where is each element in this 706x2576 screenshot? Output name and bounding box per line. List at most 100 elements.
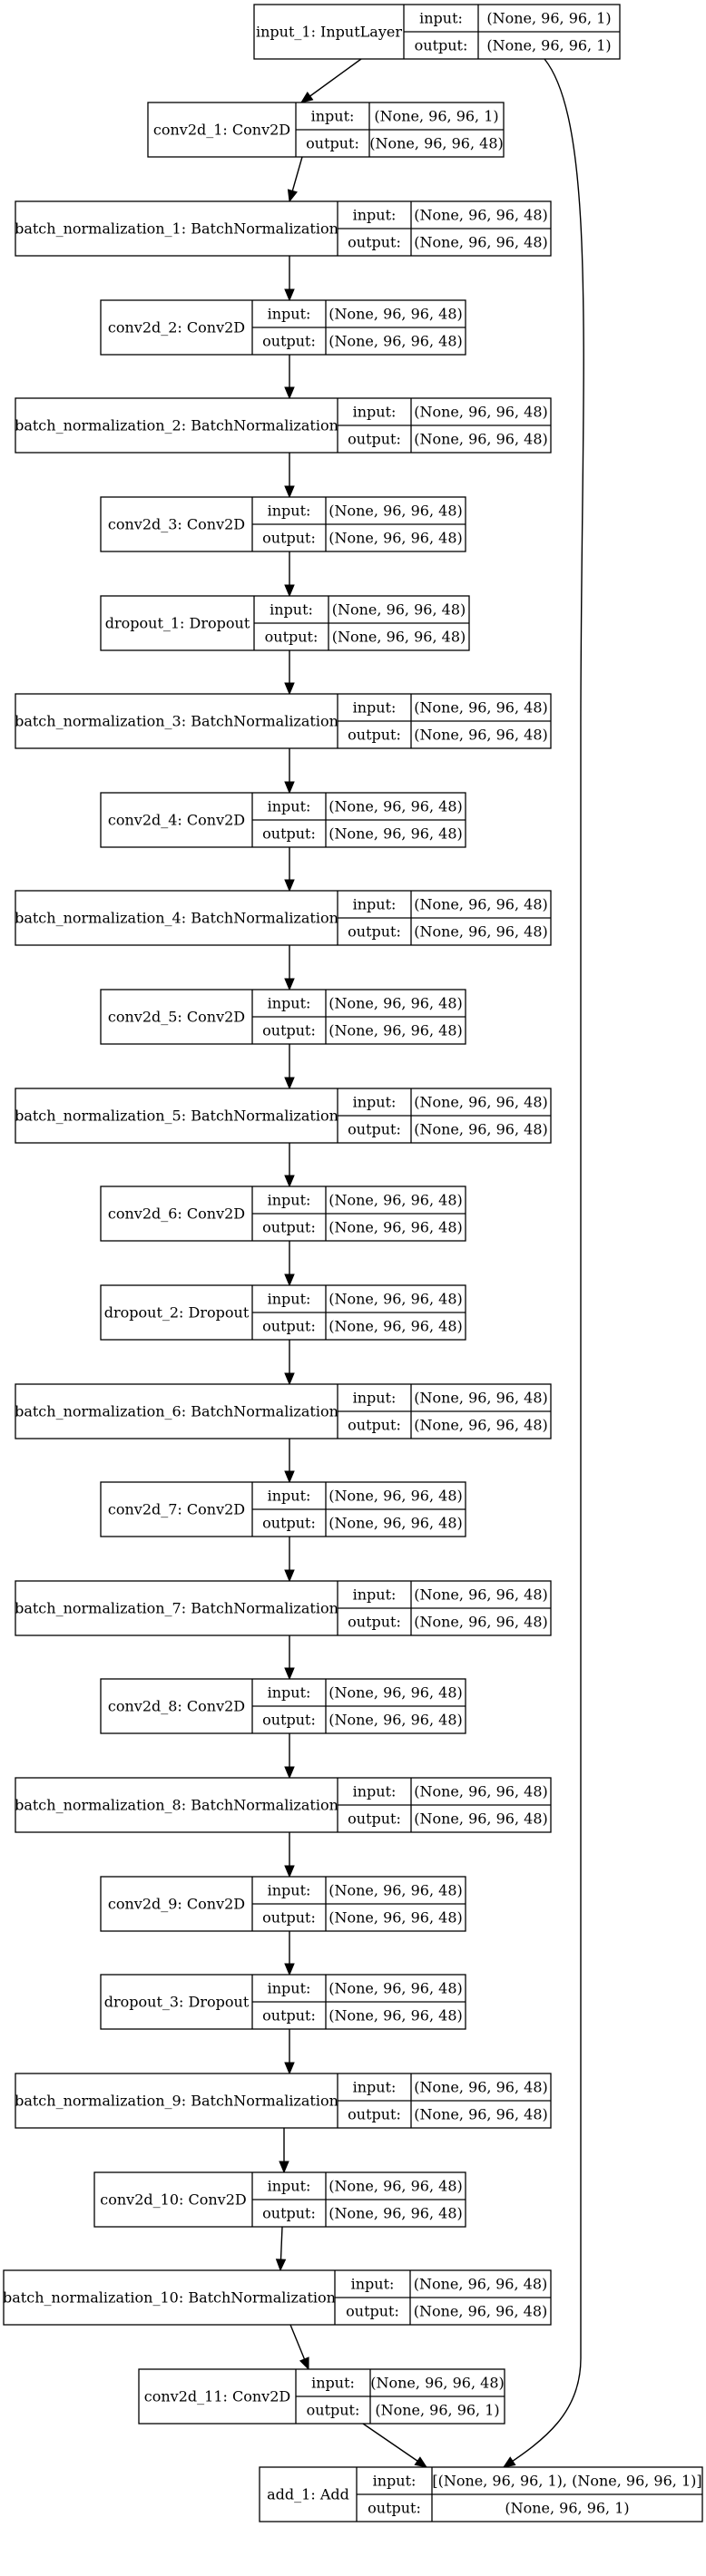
output-shape: (None, 96, 96, 48) [328,333,462,350]
input-shape: (None, 96, 96, 48) [414,2276,547,2293]
output-label: output: [262,1515,316,1532]
input-label: input: [268,798,311,815]
output-label: output: [265,629,319,646]
arrowhead [279,2161,289,2174]
output-label: output: [348,1810,401,1828]
output-shape: (None, 96, 96, 48) [414,234,547,251]
output-shape: (None, 96, 96, 48) [328,825,462,843]
edge-conv2d-3-to-dropout-1 [284,551,295,598]
layer-name: conv2d_11: Conv2D [144,2388,290,2405]
input-label: input: [353,1094,397,1111]
output-label: output: [307,2402,360,2419]
input-label: input: [268,1882,311,1899]
arrowhead [284,1766,295,1780]
input-label: input: [268,1684,311,1702]
arrowhead [284,682,295,696]
arrowhead [284,584,295,598]
arrowhead [275,2259,287,2272]
input-shape: (None, 96, 96, 48) [370,2375,504,2392]
node-batch-normalization-4: batch_normalization_4: BatchNormalizatio… [15,890,552,946]
node-batch-normalization-2: batch_normalization_2: BatchNormalizatio… [15,397,552,454]
node-batch-normalization-8: batch_normalization_8: BatchNormalizatio… [15,1777,552,1833]
input-shape: (None, 96, 96, 48) [414,896,547,913]
edge-line [362,2423,427,2468]
layer-name: conv2d_2: Conv2D [108,319,245,337]
edge-conv2d-7-to-batch-normalization-7 [284,1537,295,1583]
layer-name: input_1: InputLayer [256,24,402,41]
layer-name: batch_normalization_10: BatchNormalizati… [3,2289,336,2307]
input-label: input: [353,896,397,913]
layer-name: conv2d_5: Conv2D [108,1009,245,1026]
layer-name: dropout_2: Dropout [104,1304,250,1322]
input-label: input: [353,2079,397,2096]
arrowhead [284,485,295,499]
output-shape: (None, 96, 96, 48) [328,1909,462,1927]
edge-dropout-2-to-batch-normalization-6 [284,1340,295,1386]
edge-batch-normalization-9-to-conv2d-10 [279,2128,289,2174]
layer-name: conv2d_8: Conv2D [108,1698,245,1715]
output-label: output: [262,1909,316,1927]
layer-name: conv2d_1: Conv2D [153,122,290,139]
output-label: output: [306,135,359,152]
input-shape: (None, 96, 96, 48) [414,1390,547,1407]
layer-name: batch_normalization_8: BatchNormalizatio… [15,1797,338,1814]
layer-name: conv2d_10: Conv2D [100,2191,246,2209]
input-label: input: [353,1586,397,1604]
layer-name: batch_normalization_6: BatchNormalizatio… [15,1403,338,1420]
node-batch-normalization-3: batch_normalization_3: BatchNormalizatio… [15,693,552,749]
input-shape: (None, 96, 96, 48) [414,699,547,717]
arrowhead [284,288,295,302]
input-shape: (None, 96, 96, 48) [328,1291,462,1308]
arrowhead [284,1667,295,1681]
arrowhead [284,978,295,991]
arrowhead [284,781,295,795]
output-shape: (None, 96, 96, 48) [414,2106,547,2123]
output-shape: (None, 96, 96, 48) [328,1712,462,1729]
output-shape: (None, 96, 96, 48) [328,1219,462,1236]
node-batch-normalization-6: batch_normalization_6: BatchNormalizatio… [15,1383,552,1439]
output-shape: (None, 96, 96, 48) [414,2303,547,2320]
node-layer: input_1: InputLayer input: output: (None, 9… [3,4,703,2522]
layer-name: batch_normalization_5: BatchNormalizatio… [15,1107,338,1125]
arrowhead [284,1175,295,1188]
edge-batch-normalization-5-to-conv2d-6 [284,1143,295,1188]
input-label: input: [373,2473,417,2490]
input-label: input: [353,207,397,224]
input-shape: (None, 96, 96, 48) [414,1586,547,1604]
input-label: input: [268,1192,311,1209]
layer-name: conv2d_6: Conv2D [108,1205,245,1223]
input-shape: (None, 96, 96, 1) [374,108,498,125]
input-shape: [(None, 96, 96, 1), (None, 96, 96, 1)] [432,2473,701,2490]
output-shape: (None, 96, 96, 48) [414,1810,547,1828]
edge-dropout-1-to-batch-normalization-3 [284,650,295,696]
arrowhead [299,2356,309,2371]
input-shape: (None, 96, 96, 48) [328,1684,462,1702]
output-shape: (None, 96, 96, 48) [414,431,547,448]
output-label: output: [262,825,316,843]
input-label: input: [311,108,355,125]
output-shape: (None, 96, 96, 48) [332,629,466,646]
edge-conv2d-4-to-batch-normalization-4 [284,847,295,893]
arrowhead [284,2062,295,2075]
output-shape: (None, 96, 96, 1) [375,2402,499,2419]
arrowhead [284,1963,295,1976]
edge-conv2d-9-to-dropout-3 [284,1931,295,1976]
input-label: input: [270,601,313,619]
output-shape: (None, 96, 96, 48) [328,2007,462,2025]
output-shape: (None, 96, 96, 48) [414,923,547,941]
input-label: input: [353,1783,397,1800]
edge-conv2d-10-to-batch-normalization-10 [275,2226,287,2272]
edge-input-1-to-conv2d-1 [299,58,362,103]
edge-conv2d-5-to-batch-normalization-5 [284,1044,295,1090]
